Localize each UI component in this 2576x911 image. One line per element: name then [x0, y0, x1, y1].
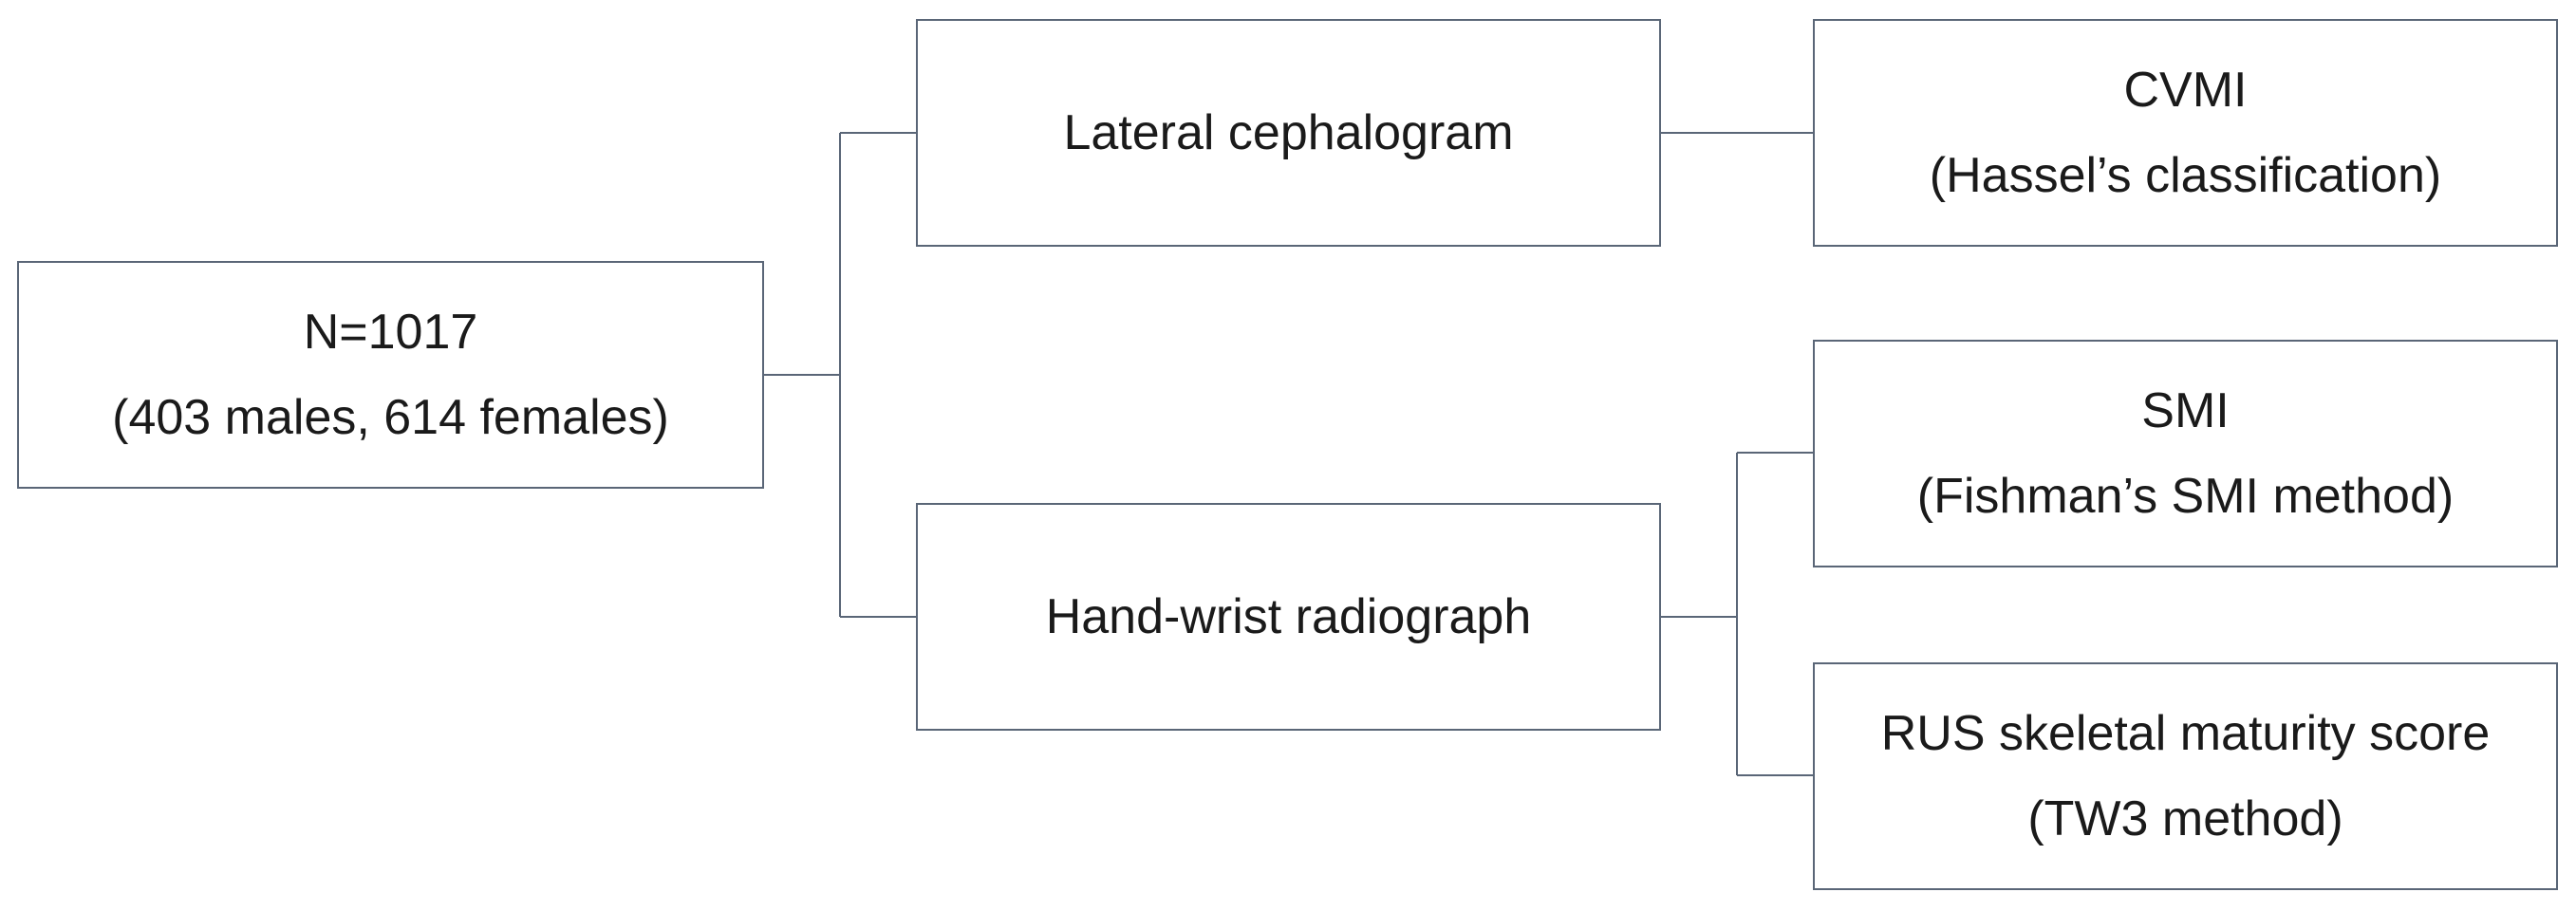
rus-title: RUS skeletal maturity score: [1880, 706, 2491, 761]
lateral-cephalogram-box: Lateral cephalogram: [916, 19, 1661, 247]
rus-method: (TW3 method): [2027, 791, 2343, 846]
cvmi-method: (Hassel’s classification): [1929, 148, 2442, 203]
root-sex-breakdown-label: (403 males, 614 females): [112, 390, 669, 445]
root-count-label: N=1017: [303, 305, 478, 360]
hand-wrist-radiograph-label: Hand-wrist radiograph: [1045, 589, 1532, 644]
cvmi-title: CVMI: [2123, 63, 2248, 118]
lateral-cephalogram-label: Lateral cephalogram: [1063, 105, 1514, 160]
smi-method: (Fishman’s SMI method): [1916, 469, 2455, 524]
smi-title: SMI: [2141, 383, 2230, 438]
smi-box: SMI (Fishman’s SMI method): [1813, 340, 2558, 567]
root-box: N=1017 (403 males, 614 females): [17, 261, 764, 489]
rus-box: RUS skeletal maturity score (TW3 method): [1813, 662, 2558, 890]
hand-wrist-radiograph-box: Hand-wrist radiograph: [916, 503, 1661, 731]
cvmi-box: CVMI (Hassel’s classification): [1813, 19, 2558, 247]
